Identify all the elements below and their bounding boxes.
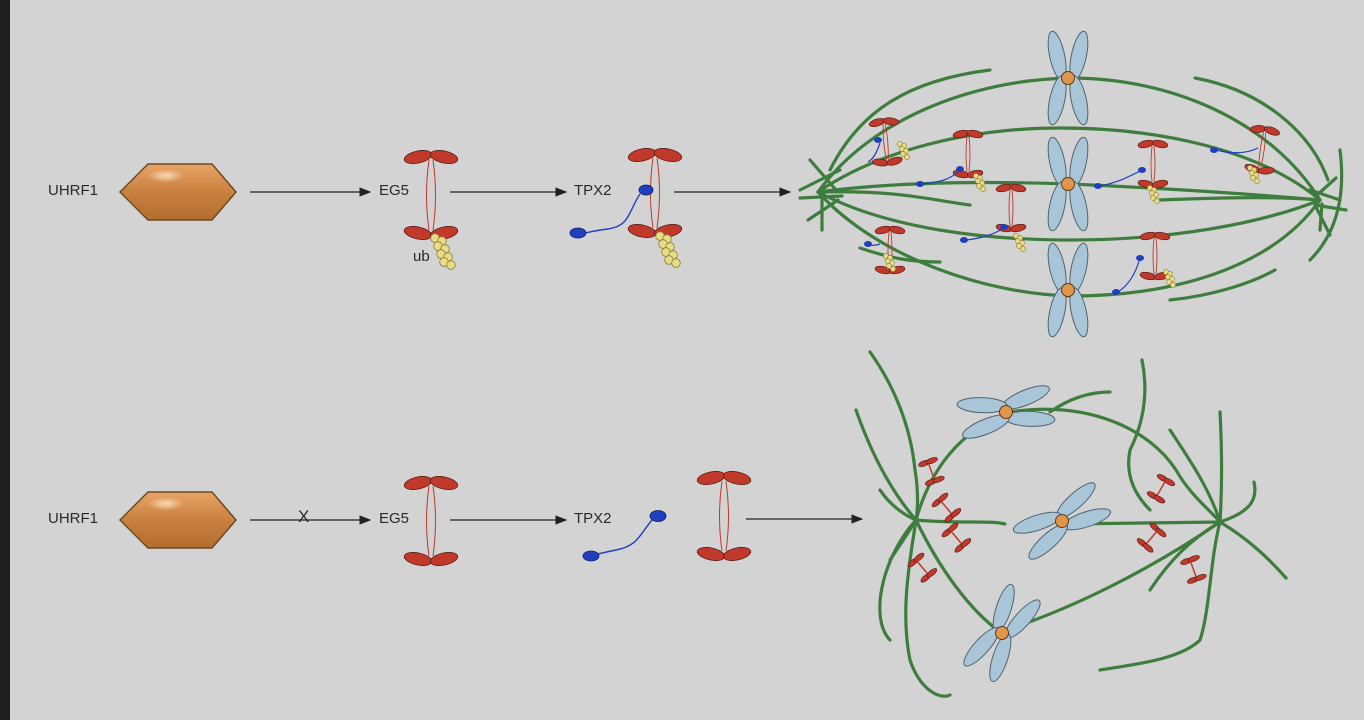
ubiquitin-chain-icon — [655, 231, 681, 268]
tpx2-label-bottom: TPX2 — [574, 510, 612, 527]
spindle-motor — [960, 182, 1028, 252]
uhrf1-label-top: UHRF1 — [48, 182, 99, 199]
tpx2-icon — [582, 510, 667, 562]
spindle-motor — [867, 115, 910, 169]
spindle-motor — [1210, 122, 1282, 184]
chromosome-icon — [1008, 476, 1116, 566]
eg5-motor-icon — [402, 473, 460, 569]
uhrf1-protein-bottom — [118, 491, 237, 549]
pathway-diagram — [118, 29, 1348, 698]
spindle-motor — [916, 128, 986, 192]
tpx2-bound-eg5-icon — [626, 145, 684, 241]
spindle-motor — [864, 224, 907, 276]
tpx2-label-top: TPX2 — [574, 182, 612, 199]
blocked-mark: X — [298, 507, 310, 526]
uhrf1-protein-top — [118, 163, 237, 221]
eg5-label-bottom: EG5 — [379, 510, 410, 527]
eg5-motor-icon — [402, 147, 460, 243]
spindle-motor — [1112, 230, 1176, 295]
tpx2-icon — [569, 184, 654, 239]
eg5-motor-icon — [695, 468, 753, 564]
ub-label: ub — [413, 248, 430, 265]
disorganized-spindle-icon — [854, 350, 1288, 698]
eg5-label-top: EG5 — [379, 182, 410, 199]
chromosome-icon — [953, 380, 1059, 444]
uhrf1-label-bottom: UHRF1 — [48, 510, 99, 527]
chromosome-icon — [957, 579, 1047, 687]
diagram-canvas: UHRF1 EG5 ub TPX2 UHRF1 X EG5 TPX2 — [10, 0, 1364, 720]
spindle-motor — [1094, 138, 1170, 204]
chromosome-icon — [1044, 241, 1092, 339]
ubiquitin-chain-icon — [430, 233, 456, 270]
